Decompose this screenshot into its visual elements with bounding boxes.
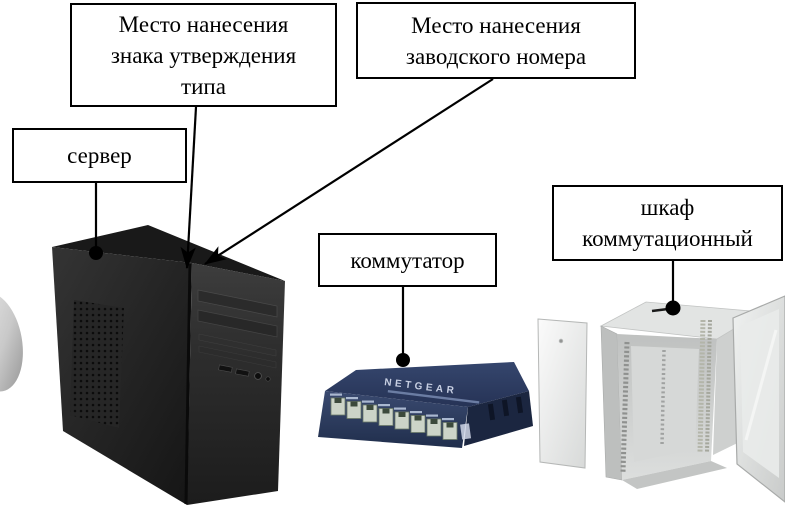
server-front-mesh	[198, 345, 277, 369]
rj45-port	[378, 404, 394, 426]
rj45-port	[410, 411, 426, 433]
switch-vent-slot	[515, 396, 524, 414]
serial-number-callout: Место нанесения заводского номера	[356, 2, 636, 79]
cabinet-anchor-dot	[665, 300, 681, 316]
mounting-rail	[705, 319, 712, 453]
cabinet-illustration	[537, 295, 785, 503]
server-anchor-dot	[89, 246, 103, 260]
callout-text-line: шкаф	[640, 195, 695, 220]
rj45-port	[330, 393, 346, 416]
switch-illustration: NETGEAR	[318, 362, 533, 448]
callout-text-line: Место нанесения	[411, 12, 581, 38]
switch-vent-slot	[501, 399, 510, 417]
switch-right-end	[464, 391, 533, 446]
rj45-port	[426, 414, 442, 437]
cabinet-back-wall	[631, 346, 699, 462]
switch-anchor-dot	[396, 353, 410, 367]
switch-subtitle-line	[387, 390, 480, 404]
cabinet-callout: шкаф коммутационный	[552, 185, 783, 261]
callout-text-line: Место нанесения	[118, 11, 289, 37]
switch-top	[325, 362, 529, 407]
server-front-mesh	[198, 333, 277, 357]
cabinet-floor	[622, 461, 727, 489]
rj45-port	[394, 407, 410, 430]
door-glass-highlight	[744, 329, 778, 441]
approval-mark-callout: Место нанесения знака утверждения типа	[70, 3, 337, 107]
power-button	[254, 372, 262, 380]
server-drive-bay	[197, 309, 278, 338]
server-illustration	[52, 225, 285, 505]
switch-model-label	[460, 423, 472, 440]
callout-text-line: коммутатор	[350, 247, 465, 273]
rj45-port	[362, 400, 378, 423]
mounting-rail	[697, 319, 706, 453]
rj45-port	[346, 397, 362, 419]
switch-ports	[330, 393, 458, 440]
panel-hole	[560, 340, 562, 342]
server-callout: сервер	[12, 128, 187, 183]
reset-button	[265, 376, 271, 382]
callout-text-line: типа	[181, 73, 226, 99]
server-drive-bay	[197, 289, 278, 318]
usb-port	[218, 364, 233, 373]
rj45-port	[442, 418, 458, 440]
switch-vent-slot	[487, 403, 496, 421]
usb-port	[235, 368, 250, 377]
server-vent-dots	[70, 300, 124, 428]
cabinet-back-panel	[537, 318, 588, 469]
approval-mark-arrow	[180, 106, 198, 270]
mounting-rail	[660, 349, 666, 447]
serial-number-arrow	[204, 78, 494, 265]
callout-text-line: коммутационный	[582, 226, 753, 251]
partial-device	[0, 292, 23, 392]
callout-text-line: сервер	[67, 143, 132, 168]
switch-callout: коммутатор	[318, 233, 497, 287]
server-top	[52, 225, 285, 281]
cabinet-top-mark	[651, 307, 669, 313]
server-panel-seam	[184, 263, 192, 505]
callout-text-line: заводского номера	[405, 43, 587, 69]
callout-text-line: знака утверждения	[110, 42, 297, 68]
leader-lines	[89, 78, 681, 367]
